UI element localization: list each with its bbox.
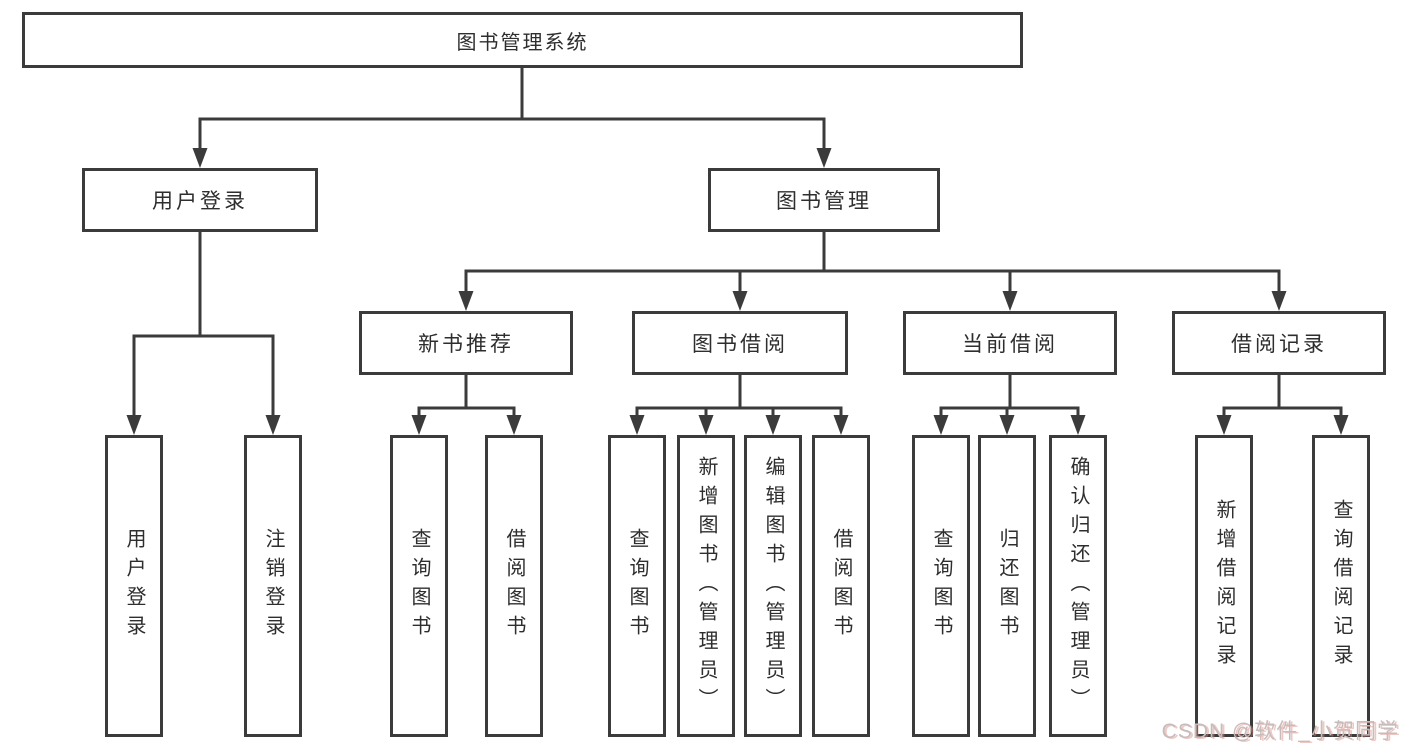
leaf-records-query-record: 查询借阅记录 bbox=[1312, 435, 1370, 737]
node-label: 借阅图书 bbox=[830, 528, 852, 644]
node-label: 归还图书 bbox=[996, 528, 1018, 644]
node-label: 查询图书 bbox=[626, 528, 648, 644]
connector-lines bbox=[132, 66, 1343, 418]
leaf-current-confirm-return-admin: 确认归还（管理员） bbox=[1049, 435, 1107, 737]
node-borrowing-records: 借阅记录 bbox=[1172, 311, 1386, 375]
leaf-recommend-borrow-books: 借阅图书 bbox=[485, 435, 543, 737]
node-root: 图书管理系统 bbox=[22, 12, 1023, 68]
arrowhead-icon bbox=[1271, 291, 1287, 311]
connector-user-login-to-leaves bbox=[132, 231, 275, 417]
arrowhead-icon bbox=[765, 415, 781, 435]
arrowhead-icon bbox=[933, 415, 949, 435]
node-book-borrowing: 图书借阅 bbox=[632, 311, 848, 375]
connector-root-to-branches bbox=[198, 66, 826, 151]
leaf-current-return-books: 归还图书 bbox=[978, 435, 1036, 737]
arrowhead-icon bbox=[411, 415, 427, 435]
arrowheads bbox=[126, 148, 1349, 435]
arrowhead-icon bbox=[698, 415, 714, 435]
node-label: 查询图书 bbox=[930, 528, 952, 644]
arrowhead-icon bbox=[816, 148, 832, 168]
node-label: 借阅图书 bbox=[503, 528, 525, 644]
arrowhead-icon bbox=[458, 291, 474, 311]
node-label: 新增图书（管理员） bbox=[695, 455, 717, 717]
leaf-records-add-record: 新增借阅记录 bbox=[1195, 435, 1253, 737]
arrowhead-icon bbox=[126, 415, 142, 435]
leaf-user-login: 用户登录 bbox=[105, 435, 163, 737]
arrowhead-icon bbox=[833, 415, 849, 435]
arrowhead-icon bbox=[1216, 415, 1232, 435]
node-label: 查询图书 bbox=[408, 528, 430, 644]
arrowhead-icon bbox=[1002, 291, 1018, 311]
connector-book-management-to-groups bbox=[464, 231, 1281, 294]
arrowhead-icon bbox=[999, 415, 1015, 435]
leaf-borrowing-borrow-books: 借阅图书 bbox=[812, 435, 870, 737]
node-user-login: 用户登录 bbox=[82, 168, 318, 232]
node-label: 用户登录 bbox=[123, 528, 145, 644]
node-new-book-recommendation: 新书推荐 bbox=[359, 311, 573, 375]
arrowhead-icon bbox=[732, 291, 748, 311]
arrowhead-icon bbox=[1070, 415, 1086, 435]
arrowhead-icon bbox=[629, 415, 645, 435]
leaf-logout: 注销登录 bbox=[244, 435, 302, 737]
arrowhead-icon bbox=[1333, 415, 1349, 435]
node-label: 新增借阅记录 bbox=[1213, 499, 1235, 673]
node-label: 查询借阅记录 bbox=[1330, 499, 1352, 673]
leaf-recommend-query-books: 查询图书 bbox=[390, 435, 448, 737]
leaf-current-query-books: 查询图书 bbox=[912, 435, 970, 737]
watermark: CSDN @软件_小贺同学 bbox=[1161, 720, 1399, 743]
arrowhead-icon bbox=[192, 148, 208, 168]
leaf-borrowing-add-books-admin: 新增图书（管理员） bbox=[677, 435, 735, 737]
connector-current-to-leaves bbox=[939, 374, 1080, 418]
arrowhead-icon bbox=[506, 415, 522, 435]
connector-recommend-to-leaves bbox=[417, 374, 516, 418]
node-label: 确认归还（管理员） bbox=[1067, 455, 1089, 717]
arrowhead-icon bbox=[265, 415, 281, 435]
leaf-borrowing-edit-books-admin: 编辑图书（管理员） bbox=[744, 435, 802, 737]
node-label: 编辑图书（管理员） bbox=[762, 455, 784, 717]
connector-records-to-leaves bbox=[1222, 374, 1343, 418]
node-label: 注销登录 bbox=[262, 528, 284, 644]
connector-borrowing-to-leaves bbox=[635, 374, 843, 418]
node-book-management: 图书管理 bbox=[708, 168, 940, 232]
leaf-borrowing-query-books: 查询图书 bbox=[608, 435, 666, 737]
node-current-borrowing: 当前借阅 bbox=[903, 311, 1117, 375]
